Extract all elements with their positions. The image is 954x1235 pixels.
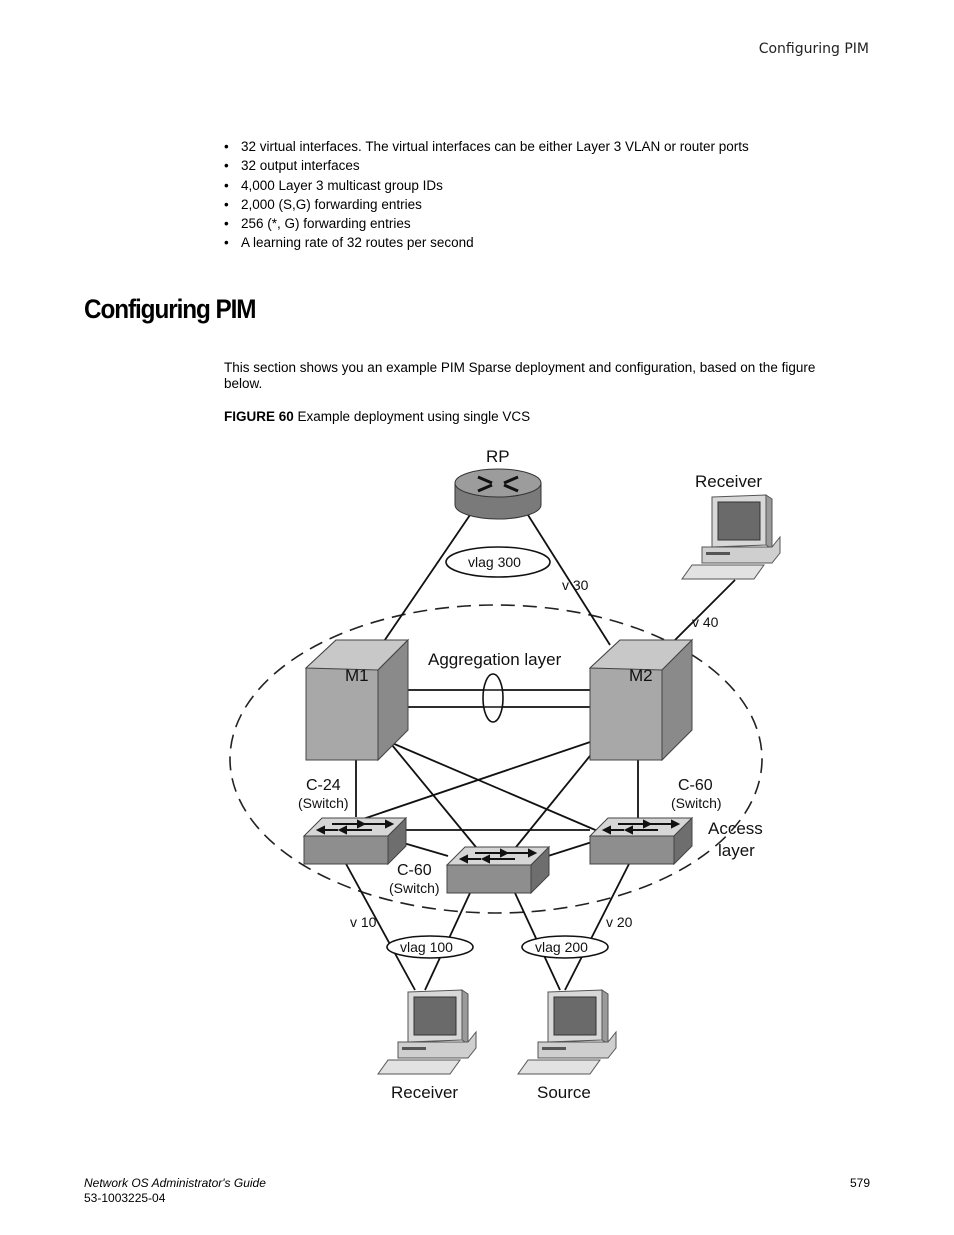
intro-line-2: below. [224, 376, 263, 391]
links [344, 514, 736, 991]
bullet-marker: • [224, 196, 229, 212]
bullet-marker: • [224, 235, 229, 251]
bullet-marker: • [224, 158, 229, 174]
vlag300-marker [445, 546, 551, 578]
network-diagram: RP Receiver vlag 300 v 30 v 40 M1 M2 Agg… [224, 440, 824, 1125]
bullet-marker: • [224, 216, 229, 232]
rp-label: RP [486, 447, 510, 466]
list-item: • 32 virtual interfaces. The virtual inte… [224, 139, 749, 158]
c60-mid-sub-label: (Switch) [389, 880, 440, 896]
layer2-switch-icon [446, 846, 550, 894]
c24-sub-label: (Switch) [298, 795, 349, 811]
footer-doc-info: Network OS Administrator's Guide 53-1003… [84, 1176, 266, 1206]
layer2-switch-icon [589, 817, 693, 865]
aggregation-layer-label: Aggregation layer [428, 650, 562, 669]
list-item-text: A learning rate of 32 routes per second [241, 235, 474, 251]
footer-doc-title: Network OS Administrator's Guide [84, 1176, 266, 1190]
figure-caption: FIGURE 60 Example deployment using singl… [224, 409, 530, 424]
v20-label: v 20 [606, 914, 633, 930]
bullet-marker: • [224, 139, 229, 154]
section-title: Configuring PIM [84, 294, 257, 324]
v40-label: v 40 [692, 614, 719, 630]
bullet-marker: • [224, 177, 229, 193]
access-layer-boundary [229, 604, 763, 914]
figure-caption-text: Example deployment using single VCS [297, 409, 531, 424]
list-item: • 256 (*, G) forwarding entries [224, 216, 749, 235]
vlag100-label: vlag 100 [400, 939, 453, 955]
running-header: Configuring PIM [758, 41, 869, 57]
m2-label: M2 [629, 666, 653, 685]
lag-bundle-marker [482, 673, 504, 723]
list-item-text: 32 output interfaces [241, 158, 360, 174]
list-item: • A learning rate of 32 routes per second [224, 235, 749, 254]
c60-right-label: C-60 [678, 777, 713, 794]
v10-label: v 10 [350, 914, 377, 930]
access-layer-label-2: layer [718, 841, 755, 860]
layer2-switch-icon [303, 817, 407, 865]
list-item: • 2,000 (S,G) forwarding entries [224, 197, 749, 216]
receiver-top-label: Receiver [695, 472, 762, 491]
list-item: • 32 output interfaces [224, 158, 749, 177]
c60-right-sub-label: (Switch) [671, 795, 722, 811]
figure-label: FIGURE 60 [224, 409, 294, 424]
list-item-text: 4,000 Layer 3 multicast group IDs [241, 177, 443, 193]
router-icon [454, 468, 542, 520]
vlag300-label: vlag 300 [468, 554, 521, 570]
intro-line-1: This section shows you an example PIM Sp… [224, 360, 816, 375]
list-item-text: 256 (*, G) forwarding entries [241, 216, 411, 232]
list-item-text: 2,000 (S,G) forwarding entries [241, 196, 422, 212]
footer-doc-number: 53-1003225-04 [84, 1191, 166, 1205]
vlag200-marker [521, 935, 609, 959]
network-diagram-svg: RP Receiver vlag 300 v 30 v 40 M1 M2 Agg… [229, 447, 781, 1102]
section-intro: This section shows you an example PIM Sp… [224, 360, 854, 392]
c24-label: C-24 [306, 777, 341, 794]
workstation-icon [517, 989, 617, 1075]
list-item-text: 32 virtual interfaces. The virtual inter… [241, 139, 749, 154]
vlag100-marker [386, 935, 474, 959]
source-label: Source [537, 1083, 591, 1102]
workstation-icon [377, 989, 477, 1075]
v30-label: v 30 [562, 577, 589, 593]
access-layer-label-1: Access [708, 819, 763, 838]
feature-bullet-list: • 32 virtual interfaces. The virtual inte… [224, 139, 749, 255]
c60-mid-label: C-60 [397, 862, 432, 879]
page-number: 579 [849, 1176, 870, 1190]
list-item: • 4,000 Layer 3 multicast group IDs [224, 178, 749, 197]
vlag200-label: vlag 200 [535, 939, 588, 955]
workstation-icon [681, 494, 781, 580]
core-switch-icon [589, 639, 693, 761]
m1-label: M1 [345, 666, 369, 685]
core-switch-icon [305, 639, 409, 761]
receiver-bottom-label: Receiver [391, 1083, 458, 1102]
